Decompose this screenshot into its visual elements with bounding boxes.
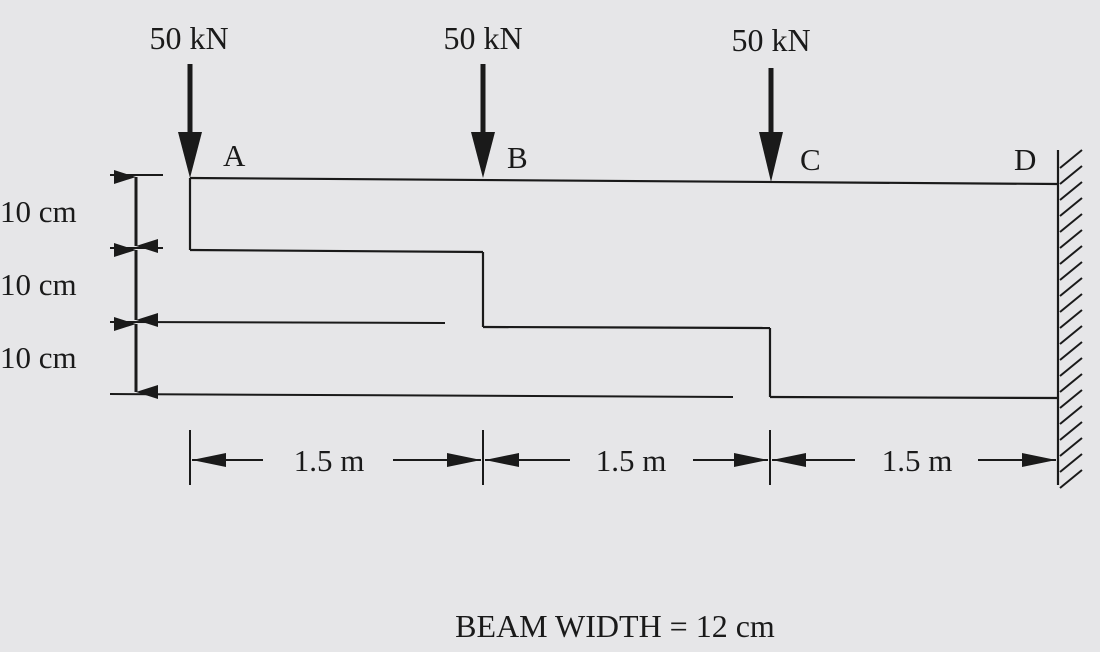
- point-label-d: D: [1014, 142, 1036, 177]
- hatch-line: [1059, 309, 1083, 329]
- point-label-b: B: [507, 140, 528, 175]
- hatch-line: [1059, 293, 1083, 313]
- hatch-line: [1059, 373, 1083, 393]
- hatch-line: [1059, 197, 1083, 217]
- depth-label-2: 10 cm: [0, 267, 77, 302]
- hatch-line: [1059, 229, 1083, 249]
- hatch-line: [1059, 437, 1083, 457]
- depth-ref-line-bottom: [109, 393, 734, 398]
- segment-bc-bottom-edge: [482, 325, 771, 330]
- hatch-line: [1059, 165, 1083, 185]
- load-label-b: 50 kN: [443, 20, 522, 56]
- span-label-cd: 1.5 m: [882, 443, 953, 478]
- depth-label-3: 10 cm: [0, 340, 77, 375]
- point-label-a: A: [223, 138, 246, 173]
- depth-ref-line-2: [109, 321, 446, 324]
- hatch-line: [1059, 149, 1083, 169]
- hatch-line: [1059, 405, 1083, 425]
- hatch-line: [1059, 357, 1083, 377]
- beam-outline: [188, 150, 1060, 485]
- load-arrow-c: [759, 68, 783, 182]
- hatch-line: [1059, 421, 1083, 441]
- depth-label-1: 10 cm: [0, 194, 77, 229]
- beam-top-edge: [189, 176, 1059, 186]
- fixed-support-hatching: [1059, 149, 1083, 489]
- depth-reference-lines: [109, 174, 734, 398]
- load-arrows: [178, 64, 783, 182]
- hatch-line: [1059, 213, 1083, 233]
- hatch-line: [1059, 389, 1083, 409]
- hatch-line: [1059, 261, 1083, 281]
- segment-ab-bottom-edge: [189, 248, 484, 254]
- span-dimension-ticks: [189, 430, 771, 485]
- point-label-c: C: [800, 142, 821, 177]
- load-arrow-b: [471, 64, 495, 178]
- beam-width-note: BEAM WIDTH = 12 cm: [455, 608, 775, 644]
- hatch-line: [1059, 245, 1083, 265]
- segment-cd-bottom-edge: [769, 395, 1059, 400]
- hatch-line: [1059, 181, 1083, 201]
- load-label-a: 50 kN: [149, 20, 228, 56]
- span-label-ab: 1.5 m: [294, 443, 365, 478]
- span-label-bc: 1.5 m: [596, 443, 667, 478]
- hatch-line: [1059, 341, 1083, 361]
- hatch-line: [1059, 277, 1083, 297]
- hatch-line: [1059, 453, 1083, 473]
- load-label-c: 50 kN: [731, 22, 810, 58]
- load-arrow-a: [178, 64, 202, 178]
- hatch-line: [1059, 469, 1083, 489]
- hatch-line: [1059, 325, 1083, 345]
